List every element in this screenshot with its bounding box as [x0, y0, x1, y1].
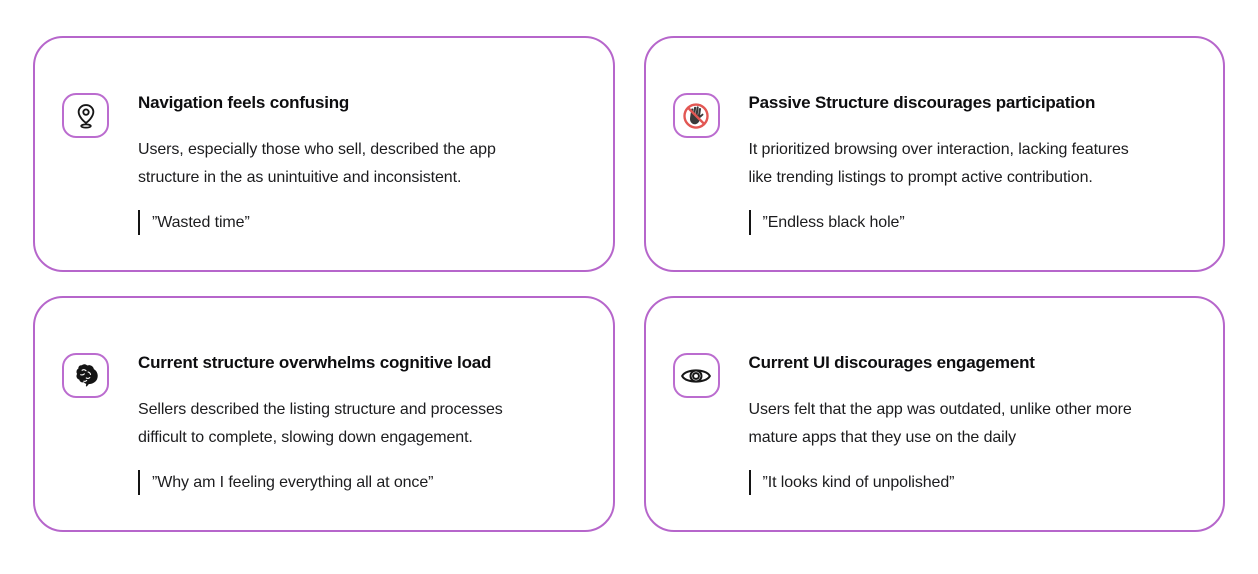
card-body: Sellers described the listing structure … — [138, 401, 503, 446]
brain-icon — [75, 363, 98, 386]
card-content: Passive Structure discourages participat… — [748, 93, 1186, 235]
icon-box — [62, 93, 109, 138]
insight-card-passive-structure: Passive Structure discourages participat… — [643, 36, 1225, 272]
card-quote: ”It looks kind of unpolished” — [748, 470, 1186, 495]
card-body: Users, especially those who sell, descri… — [138, 141, 496, 186]
card-quote: ”Endless black hole” — [748, 210, 1186, 235]
card-title: Navigation feels confusing — [138, 93, 350, 112]
location-pin-icon — [77, 103, 94, 129]
cards-grid: Navigation feels confusing Users, especi… — [33, 36, 1225, 532]
insight-card-cognitive-load: Current structure overwhelms cognitive l… — [33, 296, 615, 532]
card-quote: ”Wasted time” — [138, 210, 575, 235]
card-content: Navigation feels confusing Users, especi… — [138, 93, 575, 235]
card-quote: ”Why am I feeling everything all at once… — [138, 470, 575, 495]
card-body: It prioritized browsing over interaction… — [748, 141, 1129, 186]
no-hand-icon — [683, 102, 709, 129]
icon-box — [672, 353, 720, 398]
card-title: Current structure overwhelms cognitive l… — [138, 353, 492, 372]
card-content: Current UI discourages engagement Users … — [748, 353, 1186, 495]
card-body: Users felt that the app was outdated, un… — [748, 401, 1132, 446]
insight-card-ui-engagement: Current UI discourages engagement Users … — [643, 296, 1225, 532]
card-title: Passive Structure discourages participat… — [748, 93, 1096, 112]
icon-box — [62, 353, 109, 398]
icon-box — [672, 93, 720, 138]
eye-icon — [681, 368, 711, 383]
insight-card-navigation: Navigation feels confusing Users, especi… — [33, 36, 615, 272]
card-content: Current structure overwhelms cognitive l… — [138, 353, 575, 495]
card-title: Current UI discourages engagement — [748, 353, 1035, 372]
